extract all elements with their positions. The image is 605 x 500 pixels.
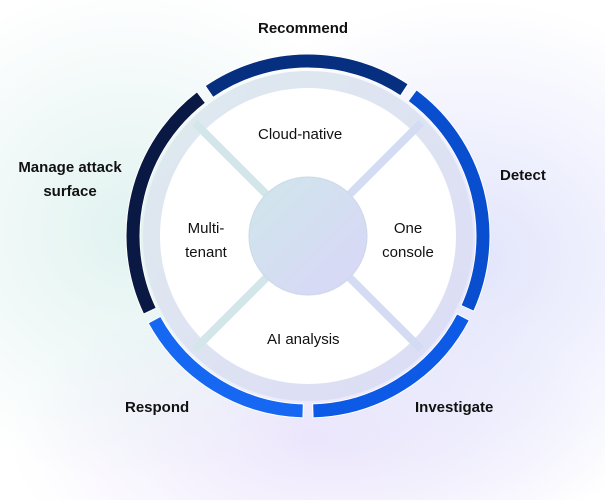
segment-arc-respond (147, 315, 304, 419)
segment-arc-investigate (312, 313, 470, 419)
quadrant-label-multi-tenant: Multi-tenant (185, 220, 227, 261)
spoke-divider (192, 272, 272, 352)
quadrant-label-ai-analysis: AI analysis (267, 331, 340, 348)
segment-arc-recommend (204, 53, 409, 99)
spoke-divider (192, 120, 272, 200)
spoke-divider (344, 120, 424, 200)
label-line: console (382, 244, 434, 261)
label-line: One (393, 220, 423, 237)
spoke-divider (344, 272, 424, 352)
segment-label-recommend: Recommend (258, 20, 349, 37)
segment-label-respond: Respond (125, 399, 190, 416)
center-hub (248, 176, 368, 296)
label-line: Manage attack (18, 159, 122, 176)
segment-label-manage-attack-surface: Manage attack surface (8, 156, 132, 204)
label-line: surface (43, 183, 97, 200)
quadrant-label-cloud-native: Cloud-native (258, 126, 343, 143)
segment-arc-manage-attack-surface (125, 91, 207, 315)
quadrant-label-one-console: One console (378, 217, 438, 265)
segment-label-detect: Detect (500, 167, 546, 184)
segment-label-investigate: Investigate (415, 399, 494, 416)
segment-arc-detect (407, 89, 491, 312)
